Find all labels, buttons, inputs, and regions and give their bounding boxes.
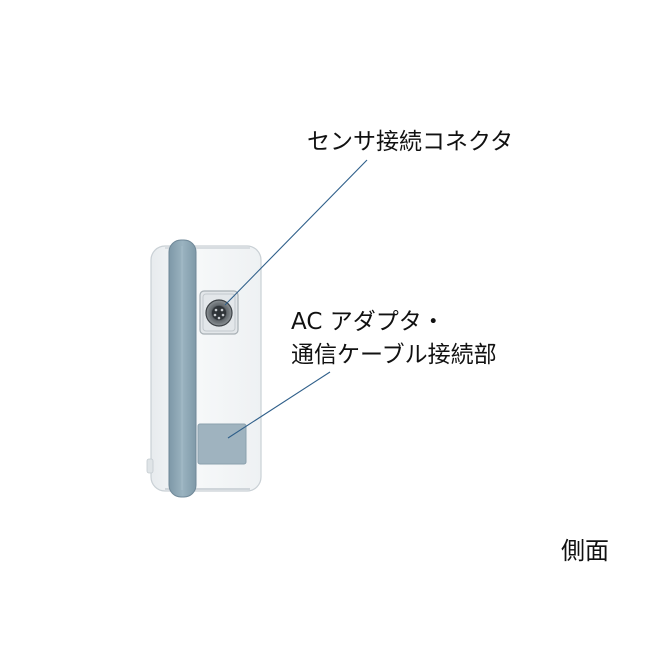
protective-band xyxy=(168,239,197,498)
leader-line-sensor xyxy=(224,159,368,306)
leader-line-ac xyxy=(227,371,331,439)
sensor-connector-label: センサ接続コネクタ xyxy=(307,129,514,155)
ac-adapter-label-line1: AC アダプタ・ xyxy=(291,309,445,335)
ac-adapter-label-line2: 通信ケーブル接続部 xyxy=(291,342,497,368)
ac-adapter-label: AC アダプタ・ 通信ケーブル接続部 xyxy=(291,306,497,372)
ac-port-cover xyxy=(197,423,247,465)
view-label: 側面 xyxy=(561,537,609,565)
